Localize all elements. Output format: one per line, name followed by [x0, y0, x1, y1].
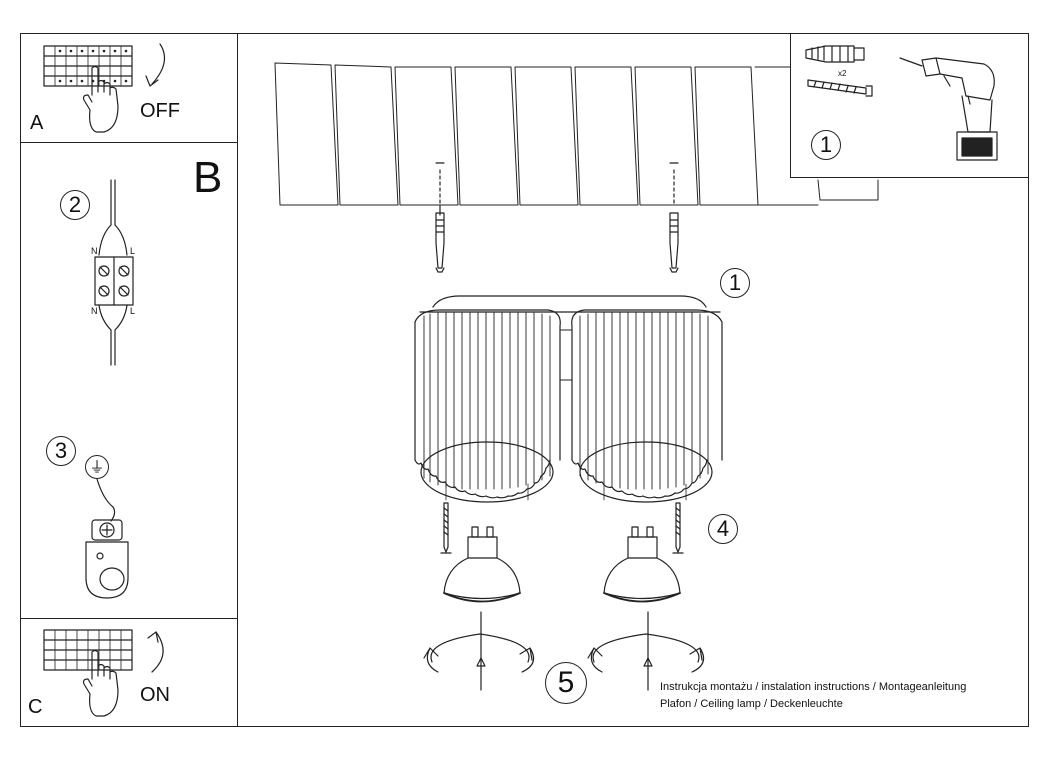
earth-icon: ⏚	[85, 455, 109, 479]
step-5-twist: 5	[545, 662, 587, 704]
off-label: OFF	[140, 100, 180, 122]
wire-l-top: L	[130, 246, 136, 256]
wire-l-bottom: L	[130, 306, 136, 316]
section-c-letter: C	[28, 696, 43, 718]
panel-c	[20, 618, 238, 727]
left-column-divider	[237, 33, 239, 727]
section-a-letter: A	[30, 112, 44, 134]
wire-n-top: N	[91, 246, 98, 256]
caption-line-2: Plafon / Ceiling lamp / Deckenleuchte	[660, 698, 843, 710]
wire-n-bottom: N	[91, 306, 98, 316]
section-b-letter: B	[193, 153, 223, 202]
caption-line-1: Instrukcja montażu / instalation instruc…	[660, 681, 967, 693]
on-label: ON	[140, 684, 170, 706]
instruction-frame	[20, 33, 1029, 727]
step-1-mounting: 1	[720, 268, 750, 298]
earth-symbol: ⏚	[89, 458, 105, 476]
panel-a	[20, 33, 238, 143]
step-3-earth: 3	[46, 436, 76, 466]
step-4-bulbs: 4	[708, 514, 738, 544]
step-2-wiring: 2	[60, 190, 90, 220]
step-1-tools: 1	[811, 130, 841, 160]
plug-quantity: x2	[838, 69, 847, 78]
